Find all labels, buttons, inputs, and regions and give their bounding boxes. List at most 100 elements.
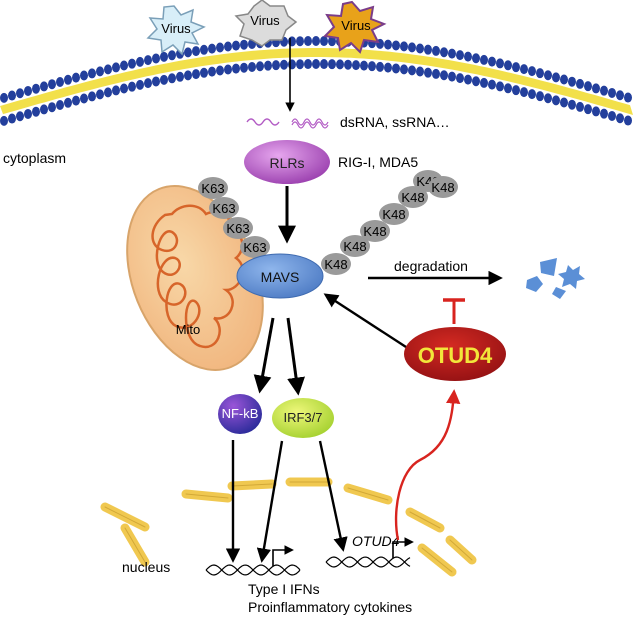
lipid-head (320, 36, 328, 47)
lipid-head (32, 83, 40, 94)
nfkb-label: NF-kB (222, 406, 259, 421)
lipid-head (80, 70, 88, 81)
ubiquitin-label: K48 (382, 207, 405, 222)
lipid-head (488, 56, 496, 67)
lipid-head (488, 79, 496, 90)
dna-strand (205, 564, 301, 576)
lipid-head (296, 36, 304, 47)
ubiquitin-label: K48 (324, 257, 347, 272)
lipid-head (456, 50, 464, 61)
otud4-gene-label: OTUD4 (352, 533, 400, 549)
lipid-head (504, 83, 512, 94)
lipid-head (224, 64, 232, 75)
lipid-head (40, 81, 48, 92)
lipid-head (608, 87, 616, 98)
lipid-head (584, 104, 592, 115)
lipid-head (496, 58, 504, 69)
irf-to-ifn-arrow (256, 440, 284, 563)
envelope-segment-edge (185, 493, 229, 499)
lipid-head (576, 78, 584, 89)
lipid-head (512, 62, 520, 73)
lipid-head (24, 108, 32, 119)
lipid-head (448, 48, 456, 59)
lipid-head (40, 104, 48, 115)
lipid-head (456, 73, 464, 84)
envelope-segment-edge (347, 487, 389, 501)
mavs-label: MAVS (261, 269, 300, 285)
lipid-head (64, 74, 72, 85)
ubiquitin-bead (240, 236, 270, 258)
fragment (552, 287, 566, 299)
rna-label: dsRNA, ssRNA… (340, 114, 450, 130)
lipid-head (616, 113, 624, 124)
lipid-head (0, 92, 8, 103)
lipid-head (224, 41, 232, 52)
lipid-head (8, 90, 16, 101)
lipid-head (88, 91, 96, 102)
lipid-head (416, 43, 424, 54)
nfkb-protein (218, 394, 262, 434)
lipid-head (480, 54, 488, 65)
lipid-head (408, 42, 416, 53)
ubiquitin-bead (379, 203, 409, 225)
ubiquitin-bead (198, 177, 228, 199)
otud4-to-mavs-arrow (323, 293, 407, 349)
lipid-head (72, 72, 80, 83)
lipid-head (624, 115, 632, 126)
rna-strand-1 (246, 118, 280, 126)
lipid-head (368, 61, 376, 72)
lipid-head (200, 67, 208, 78)
lipid-head (96, 66, 104, 77)
lipid-head (16, 111, 24, 122)
lipid-head (8, 113, 16, 124)
lipid-head (112, 85, 120, 96)
lipid-head (88, 68, 96, 79)
lipid-head (320, 59, 328, 70)
lipid-head (400, 41, 408, 52)
lipid-head (512, 85, 520, 96)
lipid-head (536, 68, 544, 79)
lipid-head (144, 78, 152, 89)
fragment (558, 265, 585, 289)
lipid-head (232, 40, 240, 51)
virus-2: Virus (234, 0, 298, 47)
lipid-head (104, 87, 112, 98)
lipid-head (536, 91, 544, 102)
lipid-head (600, 85, 608, 96)
output-label-cytokines: Proinflammatory cytokines (248, 599, 412, 615)
ubiquitin-bead (223, 217, 253, 239)
lipid-head (568, 76, 576, 87)
lipid-head (96, 89, 104, 100)
membrane-core (0, 48, 633, 115)
lipid-head (16, 88, 24, 99)
lipid-head (608, 110, 616, 121)
lipid-head (392, 63, 400, 74)
lipid-head (592, 106, 600, 117)
lipid-head (152, 53, 160, 64)
lipid-head (424, 67, 432, 78)
ubiquitin-label: K63 (212, 201, 235, 216)
lipid-head (128, 81, 136, 92)
virus-label: Virus (341, 18, 371, 33)
mito-label: Mito (176, 322, 201, 337)
envelope-segment-edge (409, 511, 441, 529)
lipid-head (144, 55, 152, 66)
dna-helix-otud4 (325, 556, 411, 568)
lipid-head (160, 51, 168, 62)
rna-strand-2 (291, 118, 329, 129)
lipid-head (168, 73, 176, 84)
lipid-head (136, 56, 144, 67)
lipid-head (528, 89, 536, 100)
ubiquitin-bead (209, 197, 239, 219)
lipid-head (312, 36, 320, 47)
lipid-head (360, 60, 368, 71)
nucleus-label: nucleus (122, 559, 170, 575)
virus-label: Virus (250, 13, 280, 28)
envelope-segment-edge (449, 539, 473, 561)
lipid-head (448, 71, 456, 82)
lipid-head (440, 70, 448, 81)
mavs-protein (236, 253, 324, 299)
